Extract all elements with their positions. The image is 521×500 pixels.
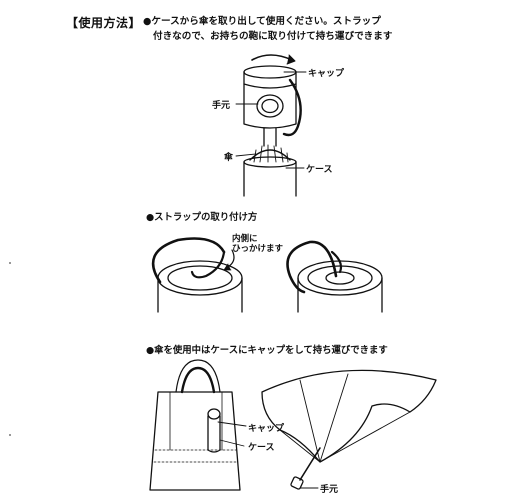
umbrella-label: 傘	[224, 153, 234, 163]
section-strap-title: ●ストラップの取り付け方	[146, 212, 258, 223]
intro-line-1: ●ケースから傘を取り出して使用ください。ストラップ	[143, 16, 381, 27]
strap-note-line-1: 内側に	[232, 234, 258, 244]
case-label: ケース	[306, 165, 333, 175]
bag-cap-label: キャップ	[248, 424, 285, 434]
figure-cap-handle-case	[235, 54, 307, 197]
figure-tote-bag	[149, 359, 247, 491]
figure-strap-attach-left	[151, 237, 243, 313]
cap-label: キャップ	[308, 69, 345, 79]
margin-dot	[9, 434, 11, 436]
page-heading: 【使用方法】	[66, 16, 142, 30]
handle-label: 手元	[212, 101, 231, 111]
rotate-arrow-icon	[251, 54, 293, 61]
bag-case-label: ケース	[248, 443, 275, 453]
umbrella-handle-label: 手元	[320, 485, 339, 495]
figure-open-umbrella	[261, 369, 437, 490]
strap-note-line-2: ひっかけます	[232, 244, 284, 254]
figure-strap-attach-right	[286, 240, 383, 313]
intro-line-2: 付きなので、お持ちの鞄に取り付けて持ち運びできます	[153, 31, 393, 42]
strap-note: 内側に ひっかけます	[232, 234, 283, 254]
section-carry-title: ●傘を使用中はケースにキャップをして持ち運びできます	[146, 345, 388, 356]
intro-text: ●ケースから傘を取り出して使用ください。ストラップ 付きなので、お持ちの鞄に取り…	[143, 14, 518, 44]
margin-dot	[9, 262, 11, 264]
